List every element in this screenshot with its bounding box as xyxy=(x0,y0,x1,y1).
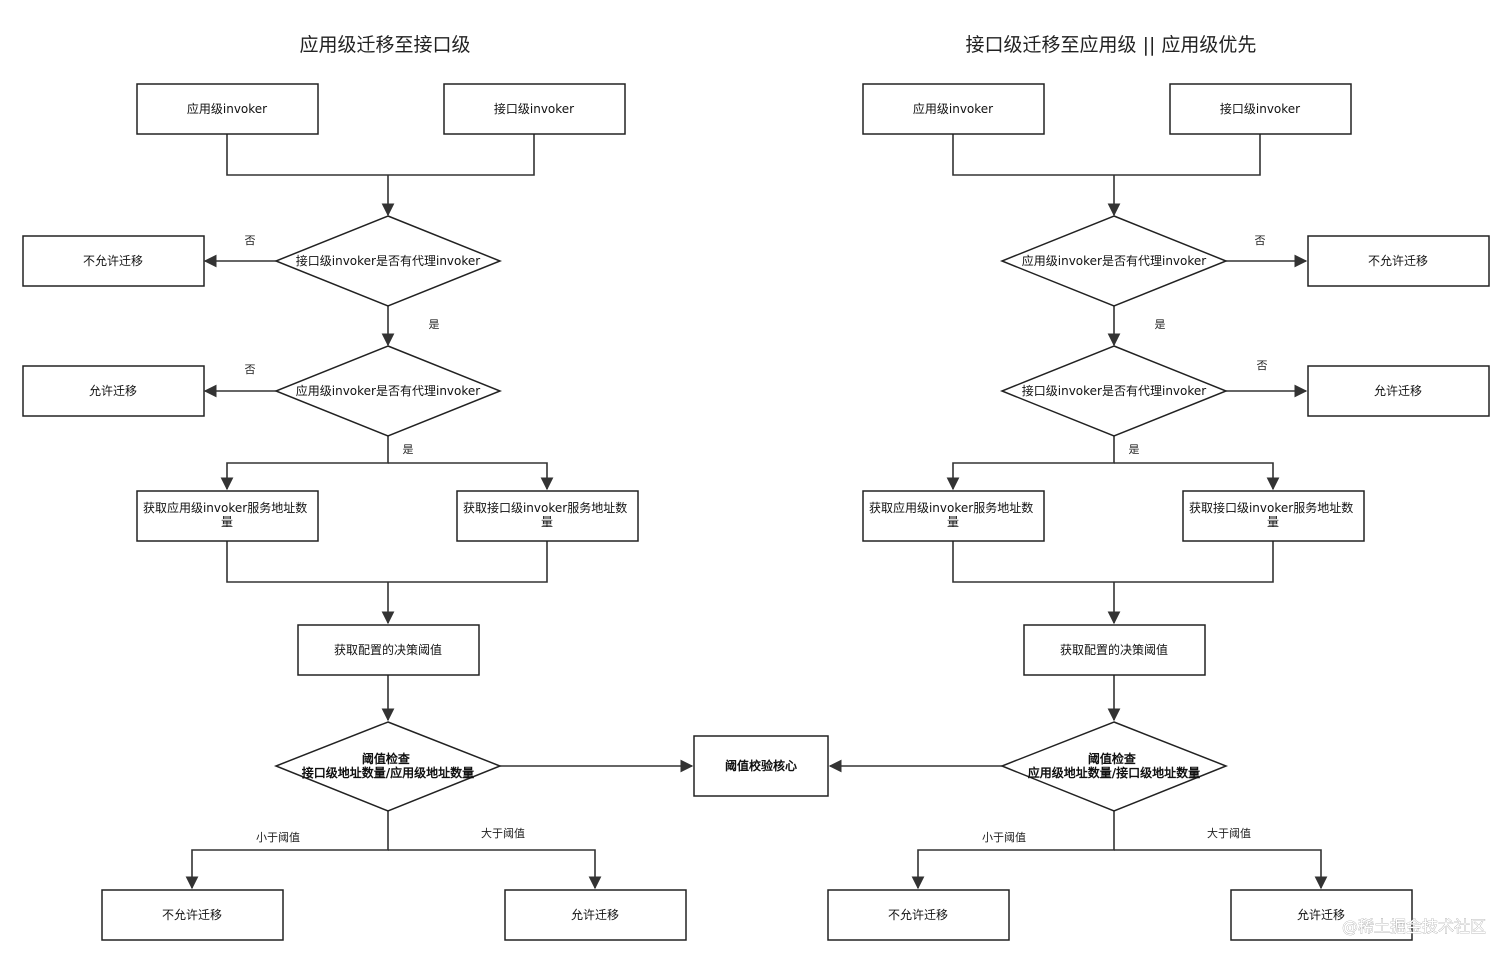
right-deny-final-node xyxy=(827,889,1010,941)
left-get-iface-count-line1: 获取接口级invoker服务地址数 xyxy=(463,500,627,515)
right-iface-invoker-node xyxy=(1169,83,1352,135)
right-thr-check-label: 阈值检查 应用级地址数量/接口级地址数量 xyxy=(1028,751,1200,780)
right-get-app-count-label: 获取应用级invoker服务地址数 量 xyxy=(869,500,1037,529)
left-check2-label: 应用级invoker是否有代理invoker xyxy=(296,383,481,398)
right-deny1-label: 不允许迁移 xyxy=(1368,253,1428,268)
right-get-app-count-node xyxy=(862,490,1045,542)
left-get-app-count-node xyxy=(136,490,319,542)
left-deny1-node xyxy=(22,235,205,287)
right-get-iface-count-node xyxy=(1182,490,1365,542)
left-merge-connector xyxy=(226,134,535,176)
left-thr-check-decision xyxy=(273,721,503,812)
left-thr-check-label: 阈值检查 接口级地址数量/应用级地址数量 xyxy=(302,751,474,780)
left-get-iface-count-node xyxy=(456,490,639,542)
right-edge-check2-yes-iface xyxy=(1114,462,1280,491)
left-allow-final-node xyxy=(504,889,687,941)
right-edge-less xyxy=(911,811,1115,890)
left-get-app-count-line1: 获取应用级invoker服务地址数 xyxy=(143,500,307,515)
right-get-threshold-node xyxy=(1023,624,1206,676)
right-check2-decision xyxy=(999,345,1229,437)
left-get-threshold-node xyxy=(297,624,480,676)
left-greater-label: 大于阈值 xyxy=(481,826,525,840)
right-get-iface-count-line2: 量 xyxy=(1267,515,1279,529)
right-check1-decision xyxy=(999,215,1229,307)
left-thr-check-line1: 阈值检查 xyxy=(362,751,411,766)
left-get-iface-count-label: 获取接口级invoker服务地址数 量 xyxy=(463,500,631,529)
right-allow2-label: 允许迁移 xyxy=(1374,383,1422,398)
right-allow-final-label: 允许迁移 xyxy=(1297,907,1345,922)
right-app-invoker-label: 应用级invoker xyxy=(913,101,993,116)
right-less-label: 小于阈值 xyxy=(982,830,1026,844)
left-get-iface-count-line2: 量 xyxy=(541,515,553,529)
right-no2-label: 否 xyxy=(1257,359,1268,372)
left-count-merge-connector xyxy=(226,541,548,583)
left-check2-decision xyxy=(273,345,503,437)
left-iface-invoker-label: 接口级invoker xyxy=(494,101,574,116)
left-edge-greater xyxy=(388,849,602,890)
right-get-iface-count-line1: 获取接口级invoker服务地址数 xyxy=(1189,500,1353,515)
left-iface-invoker-node xyxy=(443,83,626,135)
watermark-text: @稀土掘金技术社区 xyxy=(1342,917,1486,936)
right-yes2-label: 是 xyxy=(1129,443,1140,456)
right-get-iface-count-label: 获取接口级invoker服务地址数 量 xyxy=(1189,500,1357,529)
left-get-threshold-label: 获取配置的决策阈值 xyxy=(334,642,442,657)
left-allow2-label: 允许迁移 xyxy=(89,383,137,398)
left-no2-label: 否 xyxy=(245,363,256,376)
right-yes1-label: 是 xyxy=(1155,318,1166,331)
left-check1-decision xyxy=(273,215,503,307)
left-allow2-node xyxy=(22,365,205,417)
right-flow-title: 接口级迁移至应用级 || 应用级优先 xyxy=(966,34,1257,56)
left-yes1-label: 是 xyxy=(429,318,440,331)
left-get-app-count-label: 获取应用级invoker服务地址数 量 xyxy=(143,500,311,529)
right-thr-check-decision xyxy=(999,721,1229,812)
left-no1-label: 否 xyxy=(245,234,256,247)
right-edge-greater xyxy=(1114,849,1328,890)
left-flow-title: 应用级迁移至接口级 xyxy=(299,34,470,56)
left-deny-final-node xyxy=(101,889,284,941)
threshold-core-node xyxy=(693,735,829,797)
right-deny-final-label: 不允许迁移 xyxy=(888,907,948,922)
left-less-label: 小于阈值 xyxy=(256,830,300,844)
right-check2-label: 接口级invoker是否有代理invoker xyxy=(1022,383,1207,398)
left-check1-label: 接口级invoker是否有代理invoker xyxy=(296,253,481,268)
right-allow-final-node xyxy=(1230,889,1413,941)
right-get-app-count-line2: 量 xyxy=(947,515,959,529)
right-thr-check-line1: 阈值检查 xyxy=(1088,751,1137,766)
right-deny1-node xyxy=(1307,235,1490,287)
left-get-app-count-line2: 量 xyxy=(221,515,233,529)
left-thr-check-line2: 接口级地址数量/应用级地址数量 xyxy=(302,765,474,780)
left-edge-check2-yes-app xyxy=(220,436,389,491)
right-count-merge-connector xyxy=(952,541,1274,583)
left-edge-check2-yes-iface xyxy=(388,462,554,491)
right-app-invoker-node xyxy=(862,83,1045,135)
right-allow2-node xyxy=(1307,365,1490,417)
right-get-threshold-label: 获取配置的决策阈值 xyxy=(1060,642,1168,657)
left-app-invoker-node xyxy=(136,83,319,135)
left-yes2-label: 是 xyxy=(403,443,414,456)
right-check1-label: 应用级invoker是否有代理invoker xyxy=(1022,253,1207,268)
left-edge-less xyxy=(185,811,389,890)
right-get-app-count-line1: 获取应用级invoker服务地址数 xyxy=(869,500,1033,515)
left-allow-final-label: 允许迁移 xyxy=(571,907,619,922)
left-flow: 应用级invoker 接口级invoker 接口级invoker是否有代理inv… xyxy=(22,83,694,941)
right-edge-check2-yes-app xyxy=(946,436,1115,491)
left-deny-final-label: 不允许迁移 xyxy=(162,907,222,922)
threshold-core-label: 阈值校验核心 xyxy=(725,758,797,773)
right-flow: 应用级invoker 接口级invoker 应用级invoker是否有代理inv… xyxy=(827,83,1490,941)
right-merge-connector xyxy=(952,134,1261,176)
left-deny1-label: 不允许迁移 xyxy=(83,253,143,268)
right-thr-check-line2: 应用级地址数量/接口级地址数量 xyxy=(1028,765,1200,780)
right-greater-label: 大于阈值 xyxy=(1207,826,1251,840)
left-app-invoker-label: 应用级invoker xyxy=(187,101,267,116)
right-iface-invoker-label: 接口级invoker xyxy=(1220,101,1300,116)
right-no1-label: 否 xyxy=(1255,234,1266,247)
